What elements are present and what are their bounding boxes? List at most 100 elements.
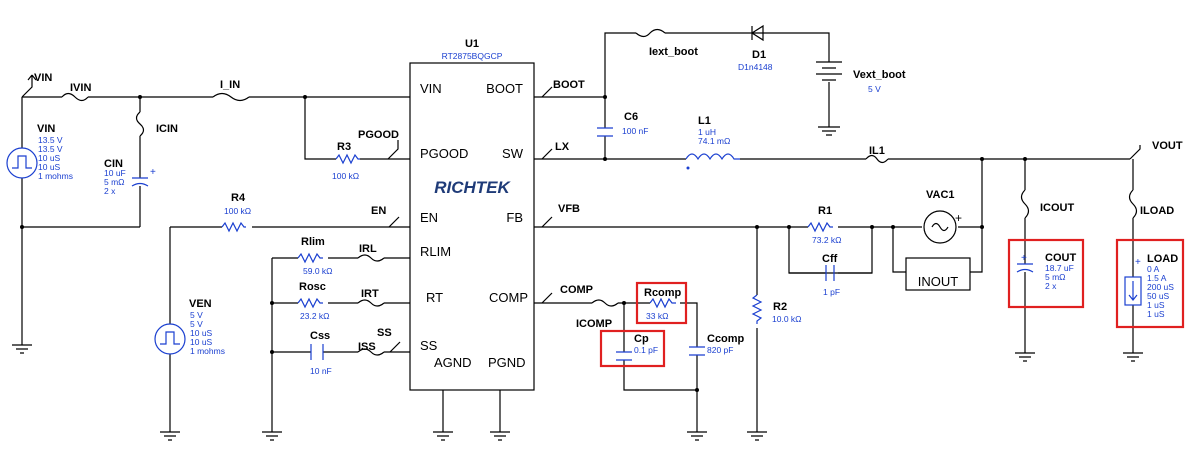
- svg-text:5 mΩ: 5 mΩ: [1045, 272, 1066, 282]
- net-vin: VIN: [34, 72, 52, 84]
- svg-text:18.7 uF: 18.7 uF: [1045, 263, 1074, 273]
- net-icin: ICIN: [156, 123, 178, 135]
- pin-sw: SW: [502, 146, 524, 161]
- svg-text:10 uS: 10 uS: [38, 162, 61, 172]
- svg-text:10 uS: 10 uS: [190, 337, 213, 347]
- input-stage: VIN IVIN I_IN VIN 13.5 V 13.5 V 10 uS 10…: [6, 72, 410, 441]
- ic-part: RT2875BQGCP: [442, 51, 503, 61]
- cout-highlight: [1007, 238, 1085, 309]
- svg-text:100 kΩ: 100 kΩ: [224, 206, 251, 216]
- r1-name: R1: [818, 205, 832, 217]
- ic-ref: U1: [465, 38, 479, 50]
- svg-text:+: +: [150, 167, 156, 178]
- r4-name: R4: [231, 192, 246, 204]
- net-pgood: PGOOD: [358, 129, 399, 141]
- cin-name: CIN: [104, 158, 123, 170]
- svg-text:10 uS: 10 uS: [190, 328, 213, 338]
- c6-name: C6: [624, 111, 638, 123]
- comp-stage: COMP ICOMP Rcomp 33 kΩ Cp 0.1 pF Ccomp 8…: [534, 281, 745, 441]
- net-irt: IRT: [361, 288, 379, 300]
- junction-dots: [20, 95, 1027, 392]
- svg-text:+: +: [955, 211, 962, 225]
- svg-text:50 uS: 50 uS: [1147, 291, 1170, 301]
- ccomp-name: Ccomp: [707, 333, 745, 345]
- net-iext-boot: Iext_boot: [649, 46, 698, 58]
- vac1-name: VAC1: [926, 189, 955, 201]
- richtek-logo: RICHTEK: [434, 178, 511, 197]
- pin-ss: SS: [420, 338, 438, 353]
- r2-name: R2: [773, 301, 787, 313]
- net-vout: VOUT: [1152, 140, 1183, 152]
- pin-fb: FB: [506, 210, 523, 225]
- svg-text:1 pF: 1 pF: [823, 287, 840, 297]
- svg-text:13.5 V: 13.5 V: [38, 144, 63, 154]
- svg-text:2 x: 2 x: [1045, 281, 1057, 291]
- cff-name: Cff: [822, 253, 838, 265]
- rcomp-name: Rcomp: [644, 287, 682, 299]
- net-irl: IRL: [359, 243, 377, 255]
- svg-text:+: +: [1021, 253, 1027, 264]
- svg-text:10 nF: 10 nF: [310, 366, 332, 376]
- pin-agnd: AGND: [434, 355, 472, 370]
- vin-source-name: VIN: [37, 123, 55, 135]
- svg-text:1 uS: 1 uS: [1147, 309, 1165, 319]
- net-iload: ILOAD: [1140, 205, 1174, 217]
- pin-vin: VIN: [420, 81, 442, 96]
- vext-name: Vext_boot: [853, 69, 906, 81]
- cout-name: COUT: [1045, 252, 1076, 264]
- svg-text:5 V: 5 V: [868, 84, 881, 94]
- ven-name: VEN: [189, 298, 212, 310]
- net-comp: COMP: [560, 284, 593, 296]
- svg-text:10.0 kΩ: 10.0 kΩ: [772, 314, 802, 324]
- svg-text:5 mΩ: 5 mΩ: [104, 177, 125, 187]
- output-stage: LX L1 1 uH 74.1 mΩ IL1 VOUT ICOUT + COUT…: [534, 115, 1185, 362]
- rosc-name: Rosc: [299, 281, 326, 293]
- net-lx: LX: [555, 141, 570, 153]
- svg-text:2 x: 2 x: [104, 186, 116, 196]
- cp-name: Cp: [634, 333, 649, 345]
- net-boot: BOOT: [553, 79, 585, 91]
- svg-text:1 mohms: 1 mohms: [190, 346, 225, 356]
- svg-text:10 uS: 10 uS: [38, 153, 61, 163]
- svg-text:5 V: 5 V: [190, 310, 203, 320]
- ic-u1: U1 RT2875BQGCP RICHTEK VIN PGOOD EN RLIM…: [409, 38, 535, 441]
- feedback-stage: VFB R1 73.2 kΩ Cff 1 pF + VAC1 INOUT R2 …: [534, 159, 983, 441]
- svg-text:73.2 kΩ: 73.2 kΩ: [812, 235, 842, 245]
- svg-text:74.1 mΩ: 74.1 mΩ: [698, 136, 730, 146]
- svg-text:5 V: 5 V: [190, 319, 203, 329]
- net-icomp: ICOMP: [576, 318, 612, 330]
- svg-text:1 uH: 1 uH: [698, 127, 716, 137]
- inout-name: INOUT: [918, 274, 959, 289]
- css-name: Css: [310, 330, 330, 342]
- svg-text:33 kΩ: 33 kΩ: [646, 311, 668, 321]
- cp-highlight: [599, 329, 666, 368]
- svg-text:100 kΩ: 100 kΩ: [332, 171, 359, 181]
- svg-text:820 pF: 820 pF: [707, 345, 733, 355]
- svg-text:1 mohms: 1 mohms: [38, 171, 73, 181]
- svg-text:+: +: [1135, 257, 1141, 268]
- svg-text:59.0 kΩ: 59.0 kΩ: [303, 266, 333, 276]
- load-highlight: [1115, 238, 1185, 329]
- net-i-in: I_IN: [220, 79, 240, 91]
- l1-name: L1: [698, 115, 711, 127]
- svg-text:10 uF: 10 uF: [104, 168, 126, 178]
- d1-name: D1: [752, 49, 766, 61]
- pin-boot: BOOT: [486, 81, 523, 96]
- net-icout: ICOUT: [1040, 202, 1075, 214]
- svg-text:1.5 A: 1.5 A: [1147, 273, 1167, 283]
- net-ss: SS: [377, 327, 392, 339]
- svg-text:13.5 V: 13.5 V: [38, 135, 63, 145]
- svg-text:23.2 kΩ: 23.2 kΩ: [300, 311, 330, 321]
- svg-text:200 uS: 200 uS: [1147, 282, 1174, 292]
- net-en: EN: [371, 205, 386, 217]
- r3-name: R3: [337, 141, 351, 153]
- svg-text:100 nF: 100 nF: [622, 126, 648, 136]
- boot-stage: BOOT C6 100 nF Iext_boot D1 D1n4148 Vext…: [534, 24, 906, 159]
- net-ivin: IVIN: [70, 82, 91, 94]
- pin-pgood: PGOOD: [420, 146, 468, 161]
- net-iss: ISS: [358, 341, 376, 353]
- svg-text:0 A: 0 A: [1147, 264, 1160, 274]
- pin-pgnd: PGND: [488, 355, 526, 370]
- rlim-name: Rlim: [301, 236, 325, 248]
